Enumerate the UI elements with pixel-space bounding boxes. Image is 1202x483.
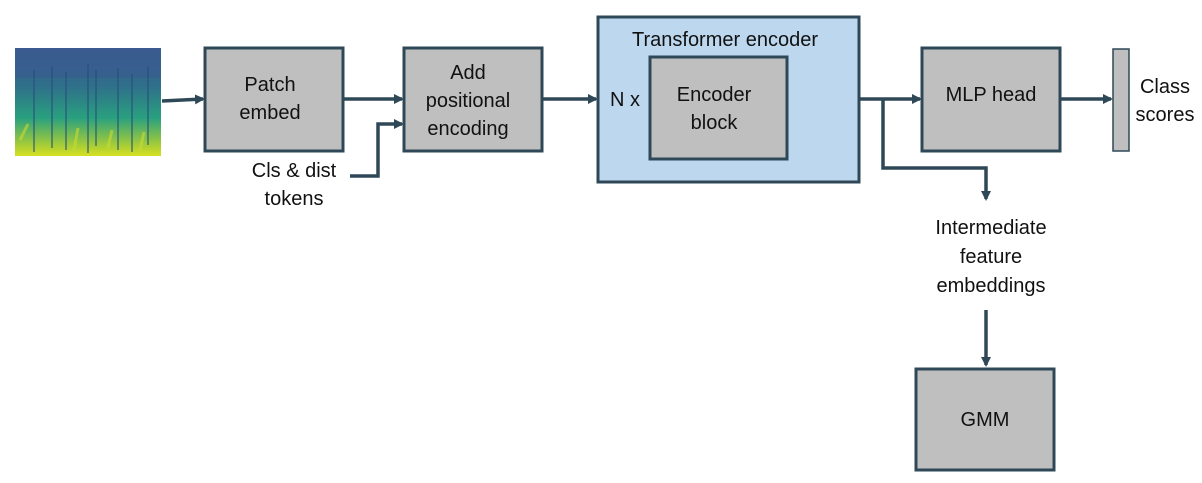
positional-encoding-block: Add positional encoding [402, 46, 544, 153]
positional-label-1: Add [450, 62, 486, 84]
patch-embed-label-2: embed [239, 102, 300, 124]
encoder-block-label-1: Encoder [677, 84, 752, 106]
repeat-label: N x [610, 89, 640, 111]
gmm-block: GMM [914, 367, 1056, 472]
class-scores-label-2: scores [1136, 104, 1195, 126]
class-scores-bar [1112, 48, 1130, 152]
mlp-head-block: MLP head [920, 46, 1062, 153]
encoder-block: Encoder block [648, 55, 789, 161]
mlp-head-label: MLP head [946, 84, 1037, 106]
patch-embed-block: Patch embed [203, 46, 345, 153]
connectors [161, 94, 1113, 367]
class-scores-label-1: Class [1140, 76, 1190, 98]
arrow-encoder-to-features [881, 99, 991, 201]
transformer-encoder-title: Transformer encoder [632, 29, 818, 51]
intermediate-label-2: feature [960, 246, 1022, 268]
cls-tokens-label-1: Cls & dist [252, 160, 337, 182]
arrow-input-to-patch [161, 94, 205, 105]
spectrogram-image [15, 48, 161, 156]
positional-label-3: encoding [427, 118, 508, 140]
encoder-block-label-2: block [691, 112, 739, 134]
arrow-tokens-to-positional [350, 119, 404, 178]
gmm-label: GMM [961, 409, 1010, 431]
patch-embed-label-1: Patch [244, 74, 295, 96]
intermediate-label-3: embeddings [937, 275, 1046, 297]
intermediate-label-1: Intermediate [935, 217, 1046, 239]
cls-tokens-label-2: tokens [265, 188, 324, 210]
transformer-encoder-block: Transformer encoder N x Encoder block [596, 15, 861, 184]
positional-label-2: positional [426, 90, 511, 112]
